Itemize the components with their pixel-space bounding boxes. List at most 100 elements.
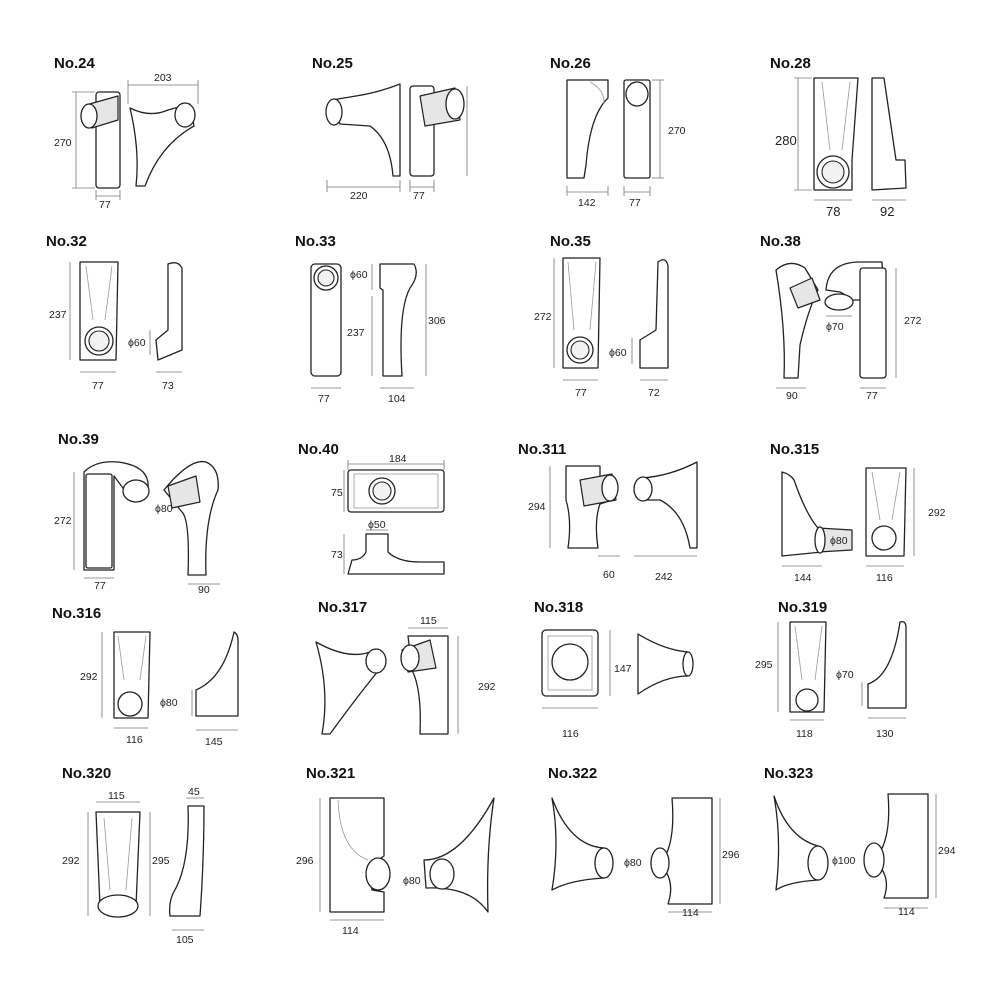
- part-no323: No.323 ϕ100 294 114: [764, 765, 956, 918]
- dim-height: 270: [668, 125, 686, 137]
- outlet-ring: [122, 479, 150, 503]
- part-side-view: [347, 533, 445, 575]
- part-no315: No.315 292 ϕ80 144 116: [770, 441, 946, 584]
- dim-width: 116: [876, 572, 893, 584]
- part-side-view: [155, 262, 183, 361]
- part-side-view: [551, 797, 605, 891]
- dim-width: 78: [826, 204, 840, 219]
- outlet-ring: [807, 845, 829, 881]
- dim-diameter: ϕ80: [160, 697, 178, 709]
- dim-height: 294: [528, 501, 546, 513]
- part-label: No.320: [62, 765, 111, 782]
- part-label: No.25: [312, 55, 353, 72]
- outlet-ring: [365, 648, 387, 674]
- part-side-view: [195, 631, 239, 717]
- dim-height: 294: [938, 845, 956, 857]
- dim-height: 292: [478, 681, 496, 693]
- dim-diameter: ϕ60: [128, 337, 146, 349]
- dim-height: 292: [62, 855, 80, 867]
- dim-diameter: ϕ100: [832, 855, 856, 867]
- dim-width: 114: [342, 925, 359, 937]
- dim-width: 77: [94, 580, 106, 592]
- outlet-ring: [117, 691, 143, 717]
- outlet-ring: [814, 526, 826, 554]
- dim-width: 144: [794, 572, 812, 584]
- dim-width: 77: [575, 387, 587, 399]
- dim-height: 73: [331, 549, 343, 561]
- dim-height: 272: [904, 315, 922, 327]
- part-label: No.24: [54, 55, 96, 72]
- outlet-ring: [325, 98, 343, 126]
- part-no26: No.26 270 142 77: [550, 55, 686, 209]
- dim-height: 147: [614, 663, 632, 675]
- outlet-ring: [871, 525, 897, 551]
- part-label: No.26: [550, 55, 591, 72]
- part-label: No.321: [306, 765, 355, 782]
- dim-width: 114: [682, 907, 699, 919]
- part-label: No.311: [518, 441, 566, 458]
- part-no311: No.311 294 60 242: [518, 441, 698, 583]
- part-top-view: [347, 469, 445, 513]
- dim-height: 295: [755, 659, 773, 671]
- part-no39: No.39 272 ϕ80 77 90: [54, 431, 220, 596]
- part-side-view: [566, 79, 609, 179]
- outlet-ring: [863, 842, 885, 878]
- dim-height: 306: [428, 315, 446, 327]
- dim-height: 280: [775, 133, 797, 148]
- dim-width: 92: [880, 204, 894, 219]
- part-label: No.35: [550, 233, 591, 250]
- dim-height: 272: [534, 311, 552, 323]
- outlet-ring: [174, 102, 196, 128]
- dim-width: 115: [420, 615, 437, 627]
- dim-width: 60: [603, 569, 615, 581]
- part-side-view: [168, 805, 205, 917]
- dim-height: 272: [54, 515, 72, 527]
- dim-width: 115: [108, 790, 125, 802]
- part-no40: No.40 184 75 ϕ50 73: [298, 441, 445, 575]
- part-no317: No.317 115 292: [315, 599, 496, 735]
- part-label: No.322: [548, 765, 597, 782]
- dim-width: 77: [99, 199, 111, 211]
- dim-diameter: ϕ60: [350, 269, 368, 281]
- dim-diameter: ϕ80: [155, 503, 173, 515]
- dim-width: 220: [350, 190, 368, 202]
- part-no35: No.35 272 ϕ60 77 72: [534, 233, 669, 399]
- outlet-ring: [429, 858, 455, 890]
- part-side-view: [379, 263, 417, 377]
- part-no28: No.28 280 78 92: [770, 55, 907, 219]
- dim-height: 296: [296, 855, 314, 867]
- part-label: No.318: [534, 599, 583, 616]
- dim-diameter: ϕ70: [836, 669, 854, 681]
- dim-diameter: ϕ80: [403, 875, 421, 887]
- pipe-stub: [167, 475, 201, 509]
- dim-width: 105: [176, 934, 194, 946]
- dim-diameter: ϕ70: [826, 321, 844, 333]
- dim-width: 45: [188, 786, 200, 798]
- outlet-ring: [365, 857, 391, 891]
- dim-width: 77: [866, 390, 878, 402]
- outlet-ring: [625, 81, 649, 107]
- dim-width: 242: [655, 571, 673, 583]
- part-side-view: [639, 259, 669, 369]
- outlet-ring: [594, 847, 614, 879]
- outlet-ring: [400, 644, 420, 672]
- pipe-stub: [789, 277, 821, 309]
- dim-diameter: ϕ80: [830, 535, 848, 547]
- part-label: No.40: [298, 441, 339, 458]
- dim-width: 73: [162, 380, 174, 392]
- part-label: No.39: [58, 431, 99, 448]
- part-label: No.33: [295, 233, 336, 250]
- part-no24: No.24 203 270 77: [54, 55, 199, 211]
- dim-height: 237: [347, 327, 365, 339]
- dim-width: 104: [388, 393, 406, 405]
- dim-width: 90: [786, 390, 798, 402]
- part-label: No.323: [764, 765, 813, 782]
- dim-height: 75: [331, 487, 343, 499]
- dim-width: 142: [578, 197, 596, 209]
- part-label: No.315: [770, 441, 819, 458]
- dim-width: 77: [629, 197, 641, 209]
- dim-diameter: ϕ80: [624, 857, 642, 869]
- dim-height: 292: [80, 671, 98, 683]
- dim-width: 90: [198, 584, 210, 596]
- part-no32: No.32 237 ϕ60 77 73: [46, 233, 183, 392]
